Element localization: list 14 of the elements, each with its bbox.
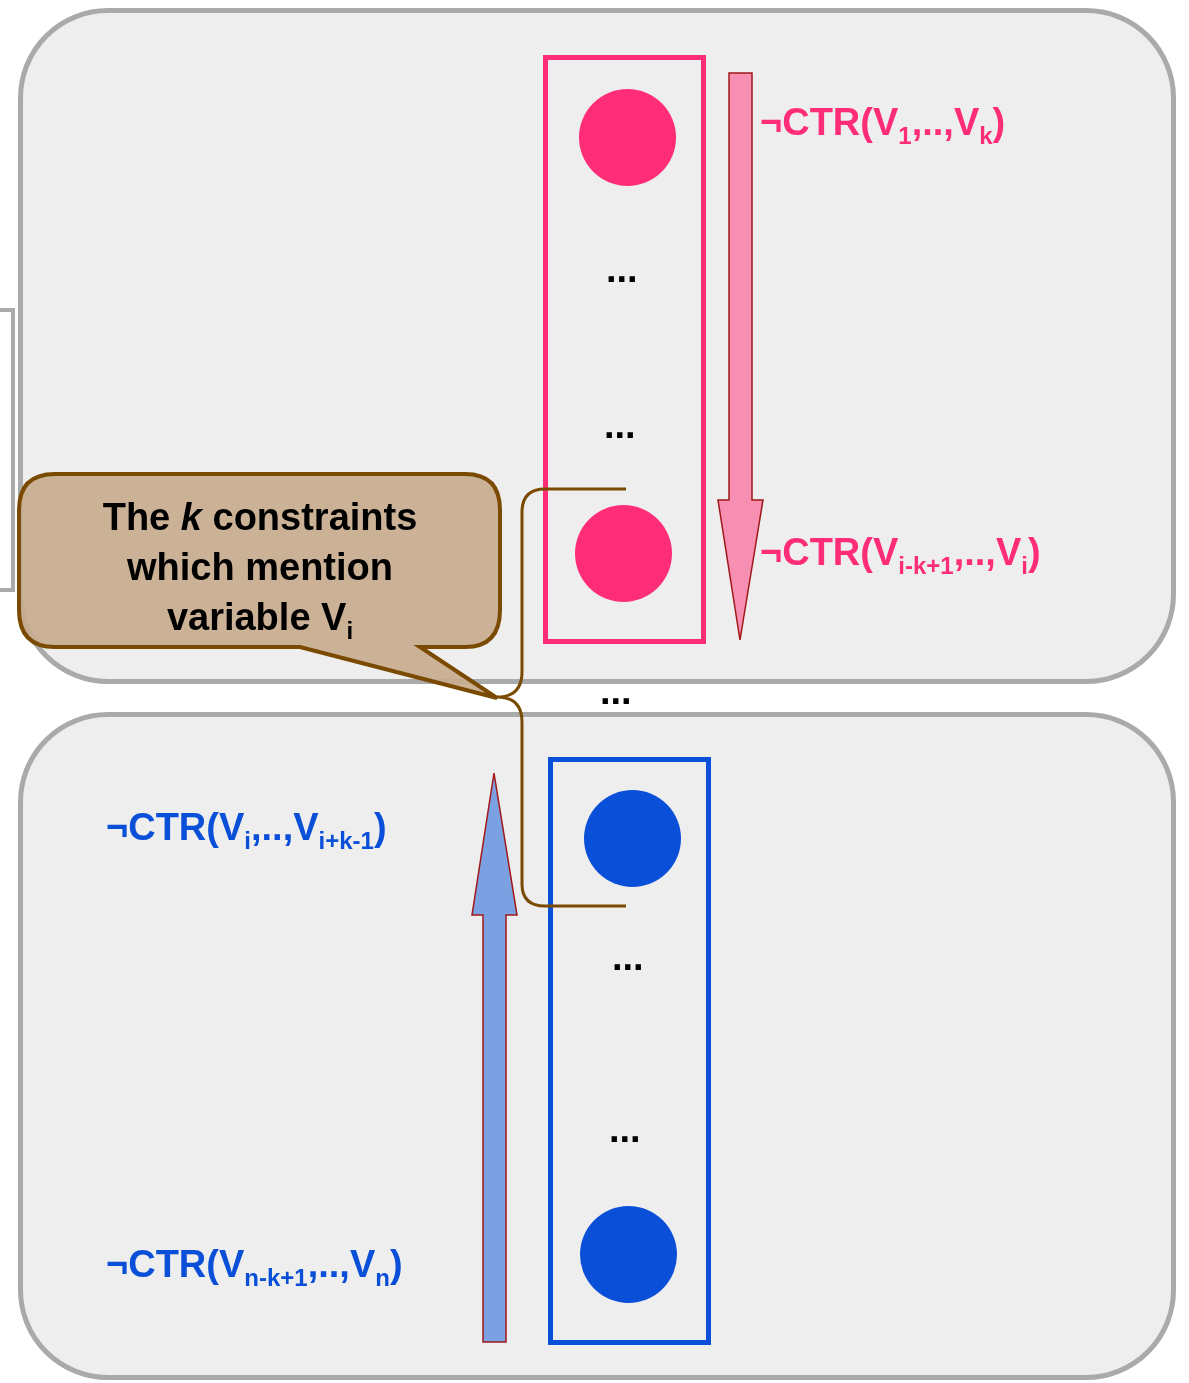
ellipsis: ... xyxy=(604,406,636,444)
variable-column xyxy=(548,757,711,1345)
callout-tooltip xyxy=(15,470,505,702)
constraint-label: ¬CTR(V$_{n-k+1}$,..,V$_{n}$) xyxy=(106,1245,403,1290)
ellipsis: ... xyxy=(612,938,644,976)
constraint-label: ¬CTR(V$_{i}$,..,V$_{i+k-1}$) xyxy=(106,808,387,853)
panel xyxy=(18,712,1176,1380)
callout-text: The k constraints which mention variable V$_{i}$ xyxy=(101,495,419,646)
constraint-label: ¬CTR(V$_{i-k+1}$,..,V$_{i}$) xyxy=(760,533,1041,578)
ellipsis: ... xyxy=(606,250,638,288)
ellipsis: ... xyxy=(609,1110,641,1148)
ellipsis: ... xyxy=(600,672,632,710)
variable-column xyxy=(543,55,706,644)
constraint-label: ¬CTR(V$_{1}$,..,V$_{k}$) xyxy=(760,103,1006,148)
